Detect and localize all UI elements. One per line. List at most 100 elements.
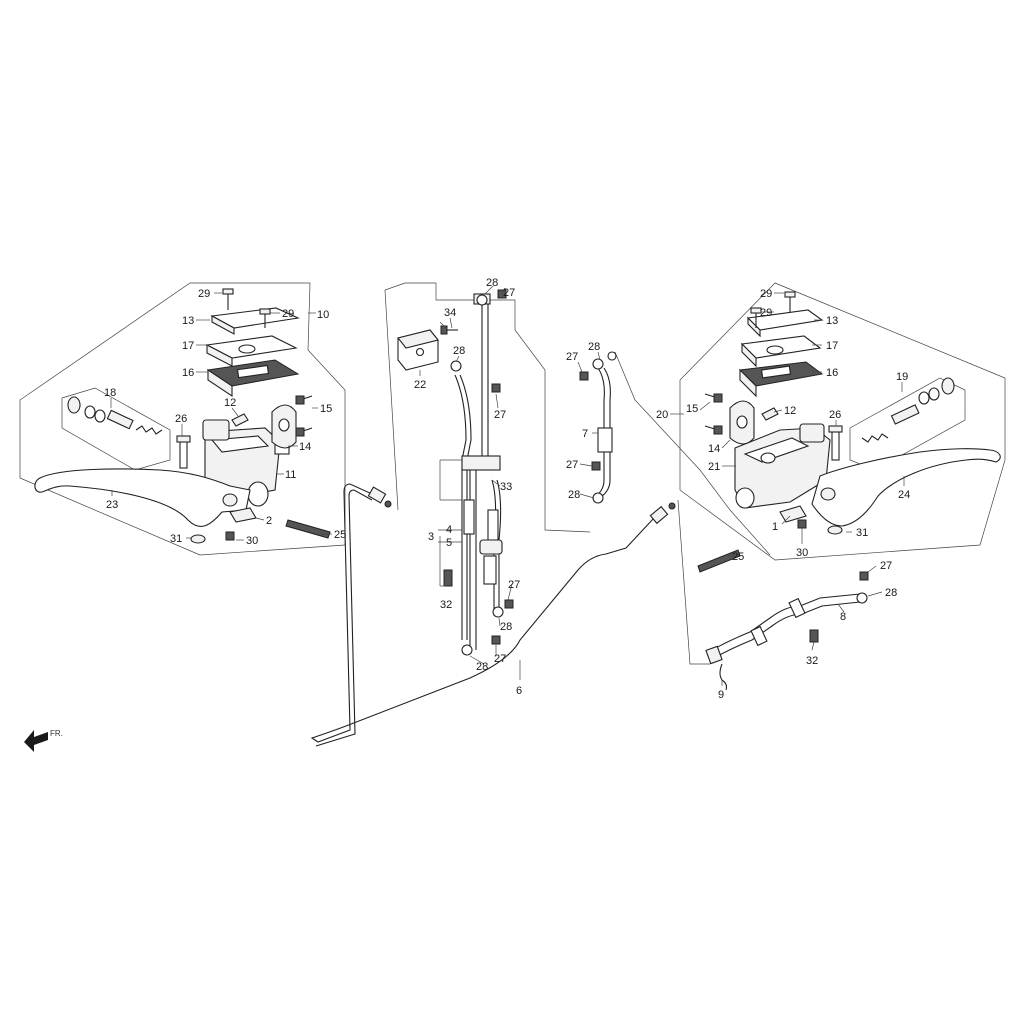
right-screw-12 bbox=[761, 407, 779, 421]
callout-5: 5 bbox=[446, 537, 452, 549]
callout-15: 15 bbox=[320, 403, 332, 415]
callout-31: 31 bbox=[170, 533, 182, 545]
callout-25: 25 bbox=[334, 529, 346, 541]
left-screw-12 bbox=[231, 413, 249, 427]
callout-19: 19 bbox=[896, 371, 908, 383]
callout-28: 28 bbox=[486, 277, 498, 289]
left-piston-kit bbox=[61, 387, 171, 471]
front-direction-label: FR. bbox=[50, 729, 63, 738]
callout-28: 28 bbox=[453, 345, 465, 357]
left-leaders bbox=[110, 292, 332, 541]
callout-13: 13 bbox=[826, 315, 838, 327]
callout-16: 16 bbox=[182, 367, 194, 379]
callout-14: 14 bbox=[708, 443, 720, 455]
callout-26: 26 bbox=[175, 413, 187, 425]
callout-28: 28 bbox=[885, 587, 897, 599]
callout-28: 28 bbox=[476, 661, 488, 673]
callout-28: 28 bbox=[588, 341, 600, 353]
callout-8: 8 bbox=[840, 611, 846, 623]
arrow-left-icon bbox=[24, 730, 48, 752]
left-label-plate bbox=[285, 519, 331, 539]
center-leaders bbox=[419, 285, 513, 665]
right-reservoir-cap bbox=[738, 309, 824, 398]
center-brake-hoses bbox=[443, 293, 504, 656]
callout-27: 27 bbox=[566, 351, 578, 363]
callout-11: 11 bbox=[285, 469, 296, 481]
callout-21: 21 bbox=[708, 461, 720, 473]
callout-15: 15 bbox=[686, 403, 698, 415]
right-switch bbox=[779, 505, 807, 529]
callout-27: 27 bbox=[503, 287, 515, 299]
callout-25: 25 bbox=[732, 551, 744, 563]
bottom-brake-pipe bbox=[705, 571, 869, 691]
left-brake-lever bbox=[34, 468, 251, 527]
callout-29: 29 bbox=[760, 307, 772, 319]
callout-12: 12 bbox=[784, 405, 796, 417]
callout-28: 28 bbox=[568, 489, 580, 501]
callout-28: 28 bbox=[500, 621, 512, 633]
left-washer-31 bbox=[190, 534, 206, 544]
callout-22: 22 bbox=[414, 379, 426, 391]
callout-27: 27 bbox=[494, 653, 506, 665]
callout-14: 14 bbox=[299, 441, 311, 453]
bottom-leaders bbox=[721, 565, 883, 686]
callout-18: 18 bbox=[104, 387, 116, 399]
left-reservoir-cap bbox=[205, 307, 300, 398]
center-junction-22 bbox=[397, 325, 458, 371]
callout-34: 34 bbox=[444, 307, 456, 319]
right-master-cylinder bbox=[734, 423, 831, 509]
callout-12: 12 bbox=[224, 397, 236, 409]
left-master-cylinder bbox=[202, 419, 290, 507]
right-screw-29 bbox=[750, 291, 796, 328]
left-bolts-15 bbox=[295, 395, 313, 437]
brake-pipe-6 bbox=[310, 483, 676, 747]
callout-24: 24 bbox=[898, 489, 910, 501]
callout-3: 3 bbox=[428, 531, 434, 543]
callout-16: 16 bbox=[826, 367, 838, 379]
right-clamp bbox=[729, 400, 755, 445]
right-brake-lever bbox=[811, 448, 1001, 527]
middle-hose-7 bbox=[579, 351, 617, 504]
callout-13: 13 bbox=[182, 315, 194, 327]
right-piston-kit bbox=[849, 377, 966, 471]
callout-26: 26 bbox=[829, 409, 841, 421]
left-clamp bbox=[271, 404, 297, 449]
callout-9: 9 bbox=[718, 689, 724, 701]
callout-32: 32 bbox=[440, 599, 452, 611]
callout-27: 27 bbox=[880, 560, 892, 572]
right-bolts-15 bbox=[704, 393, 723, 435]
callout-7: 7 bbox=[582, 428, 588, 440]
callout-29: 29 bbox=[760, 288, 772, 300]
callout-27: 27 bbox=[494, 409, 506, 421]
callout-29: 29 bbox=[282, 308, 294, 320]
callout-29: 29 bbox=[198, 288, 210, 300]
bottom-group-outline bbox=[677, 499, 710, 665]
callout-1: 1 bbox=[772, 521, 778, 533]
right-leaders bbox=[670, 292, 905, 557]
middle-group-outline bbox=[614, 351, 771, 556]
callout-10: 10 bbox=[317, 309, 329, 321]
callout-30: 30 bbox=[796, 547, 808, 559]
right-pivot-26 bbox=[828, 425, 843, 461]
callout-4: 4 bbox=[446, 524, 452, 536]
right-assembly-outline bbox=[679, 282, 1006, 561]
right-washer-31 bbox=[827, 525, 843, 535]
left-pivot-26 bbox=[176, 435, 191, 469]
callout-31: 31 bbox=[856, 527, 868, 539]
callout-27: 27 bbox=[508, 579, 520, 591]
callout-23: 23 bbox=[106, 499, 118, 511]
callout-27: 27 bbox=[566, 459, 578, 471]
callout-17: 17 bbox=[182, 340, 194, 352]
callout-20: 20 bbox=[656, 409, 668, 421]
callout-6: 6 bbox=[516, 685, 522, 697]
callout-32: 32 bbox=[806, 655, 818, 667]
left-screw-29 bbox=[222, 288, 271, 328]
callout-17: 17 bbox=[826, 340, 838, 352]
middle-leaders bbox=[577, 351, 601, 499]
left-switch bbox=[225, 507, 257, 541]
callout-33: 33 bbox=[500, 481, 512, 493]
callout-2: 2 bbox=[266, 515, 272, 527]
callout-30: 30 bbox=[246, 535, 258, 547]
right-label-plate bbox=[697, 549, 741, 573]
